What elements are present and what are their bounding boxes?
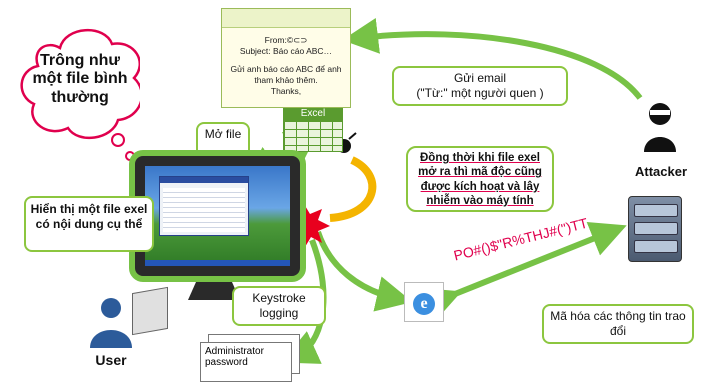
email-body: Gửi anh báo cáo ABC để anh tham khảo thê…	[230, 64, 342, 86]
send-email-callout: Gửi email ("Từ:" một người quen )	[392, 66, 568, 106]
arrow-ie-server	[421, 221, 627, 322]
encrypt-callout: Mã hóa các thông tin trao đổi	[542, 304, 694, 344]
open-file-text: Mở file	[204, 127, 242, 141]
arrow-attacker-to-email	[342, 18, 643, 100]
browser-window: e	[404, 282, 444, 322]
email-subject: Subject: Báo cáo ABC…	[239, 46, 333, 57]
ie-icon: e	[413, 293, 435, 315]
taskbar	[145, 260, 290, 266]
excel-window	[159, 176, 249, 236]
monitor-stand	[188, 282, 240, 300]
user-icon	[90, 298, 132, 348]
keystroke-callout: Keystroke logging	[232, 286, 326, 326]
excel-icon: Excel	[283, 108, 343, 152]
arrow-burst-to-ie	[315, 231, 413, 312]
user-monitor	[129, 150, 306, 282]
display-callout: Hiển thị một file exel có nội dung cụ th…	[24, 196, 154, 252]
desktop-screen	[145, 166, 290, 266]
keystroke-text: Keystroke logging	[252, 291, 306, 320]
excel-label: Excel	[283, 108, 343, 120]
email-header-fold	[222, 9, 350, 28]
admin-doc-front: Administrator password	[200, 342, 292, 382]
email-document: From:©⊂⊃ Subject: Báo cáo ABC… Gửi anh b…	[221, 8, 351, 108]
attacker-figure	[640, 100, 680, 158]
user-figure	[84, 294, 138, 350]
send-email-line2: ("Từ:" một người quen )	[416, 86, 544, 100]
attacker-label: Attacker	[634, 164, 688, 179]
display-text: Hiển thị một file exel có nội dung cụ th…	[30, 202, 148, 231]
thought-bubble: Trông như một file bình thường	[20, 18, 140, 161]
send-email-line1: Gửi email	[453, 71, 507, 85]
encrypt-text: Mã hóa các thông tin trao đổi	[550, 309, 686, 338]
yellow-activation-curve	[329, 156, 377, 222]
infection-callout: Đồng thời khi file exel mở ra thì mã độc…	[406, 146, 554, 212]
excel-grid	[283, 120, 343, 152]
email-thanks: Thanks,	[270, 86, 302, 97]
infection-text: Đồng thời khi file exel mở ra thì mã độc…	[418, 152, 542, 208]
user-keyboard	[132, 286, 168, 336]
admin-password-text: Administrator password	[205, 346, 264, 368]
email-from: From:©⊂⊃	[264, 35, 308, 45]
cloud-shape	[20, 29, 140, 161]
thought-text: Trông như một file bình thường	[32, 52, 128, 106]
attacker-icon	[644, 103, 676, 152]
server-icon	[628, 196, 682, 262]
user-label: User	[95, 352, 127, 368]
